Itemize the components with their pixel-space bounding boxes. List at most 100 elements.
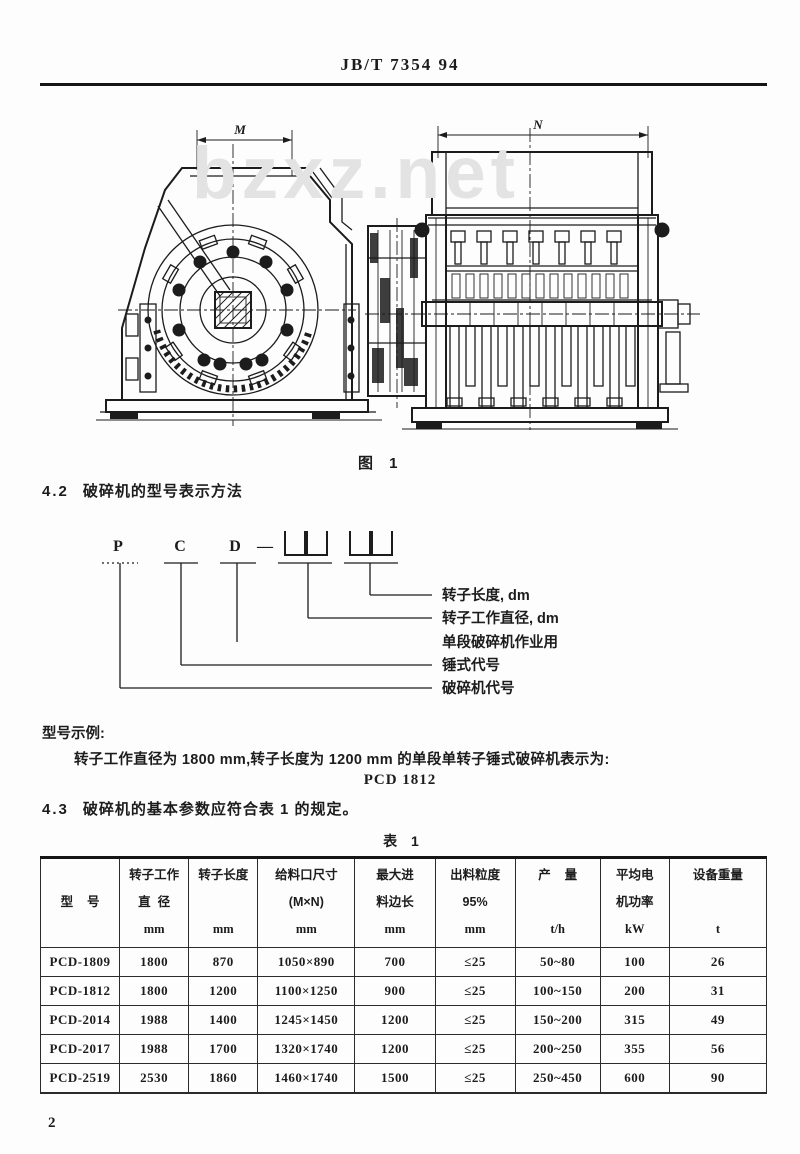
designation-diagram: P C D — 转子长度, dm 转子工作直径, xyxy=(102,531,559,697)
model-cell: PCD-2014 xyxy=(39,1005,121,1035)
section-title: 破碎机的基本参数应符合表 1 的规定。 xyxy=(82,801,359,818)
value-cell: ≤25 xyxy=(434,976,516,1006)
value-cell: 50~80 xyxy=(514,947,601,977)
value-cell: 250~450 xyxy=(514,1063,601,1094)
section-title: 破碎机的型号表示方法 xyxy=(82,483,243,500)
value-cell: 1988 xyxy=(119,1034,190,1064)
standard-number: JB/T 7354 94 xyxy=(340,55,460,74)
value-cell: 200 xyxy=(599,976,670,1006)
column-header: 型 号 xyxy=(39,857,121,948)
crusher-side-view: N xyxy=(365,118,700,430)
value-cell: 56 xyxy=(668,1034,768,1064)
watermark: bzxz.net xyxy=(192,133,520,214)
drive-block xyxy=(367,218,427,408)
example-intro: 型号示例: xyxy=(42,726,105,742)
letter-P: P xyxy=(113,538,123,555)
value-cell: 90 xyxy=(668,1063,768,1094)
value-cell: 700 xyxy=(354,947,436,977)
label-single-stage: 单段破碎机作业用 xyxy=(442,633,558,651)
value-cell: 1100×1250 xyxy=(257,976,356,1006)
rotor-bolts xyxy=(172,245,294,371)
value-cell: 1800 xyxy=(119,947,190,977)
value-cell: ≤25 xyxy=(434,1005,516,1035)
value-cell: 1400 xyxy=(188,1005,259,1035)
label-rotor-length: 转子长度, dm xyxy=(442,586,530,604)
value-cell: 355 xyxy=(599,1034,670,1064)
value-cell: 26 xyxy=(668,947,768,977)
example-model: PCD 1812 xyxy=(363,772,437,788)
value-cell: 100 xyxy=(599,947,670,977)
label-rotor-diameter: 转子工作直径, dm xyxy=(442,609,559,627)
value-cell: 600 xyxy=(599,1063,670,1094)
letter-C: C xyxy=(174,538,186,555)
value-cell: 900 xyxy=(354,976,436,1006)
value-cell: ≤25 xyxy=(434,947,516,977)
value-cell: 1320×1740 xyxy=(257,1034,356,1064)
value-cell: 315 xyxy=(599,1005,670,1035)
value-cell: 1050×890 xyxy=(257,947,356,977)
value-cell: 1200 xyxy=(354,1005,436,1035)
value-cell: 2530 xyxy=(119,1063,190,1094)
hammer-pads xyxy=(161,234,305,386)
header-rule xyxy=(40,83,767,86)
table-caption: 表 1 xyxy=(383,833,424,849)
dash: — xyxy=(256,538,274,555)
value-cell: 1200 xyxy=(354,1034,436,1064)
page-number: 2 xyxy=(48,1115,56,1131)
dim-M-label: M xyxy=(233,122,246,137)
value-cell: ≤25 xyxy=(434,1063,516,1094)
figure-1-drawing: M xyxy=(96,118,700,430)
letter-D: D xyxy=(229,538,241,555)
value-cell: 1860 xyxy=(188,1063,259,1094)
value-cell: 1800 xyxy=(119,976,190,1006)
label-crusher-code: 破碎机代号 xyxy=(442,679,515,697)
section-4-2-heading: 4.2 破碎机的型号表示方法 xyxy=(42,480,243,501)
value-cell: 150~200 xyxy=(514,1005,601,1035)
upper-hammers xyxy=(450,230,622,265)
value-cell: 49 xyxy=(668,1005,768,1035)
label-hammer-code: 锤式代号 xyxy=(442,656,500,674)
value-cell: 1500 xyxy=(354,1063,436,1094)
example-body: 转子工作直径为 1800 mm,转子长度为 1200 mm 的单段单转子锤式破碎… xyxy=(74,752,610,768)
crusher-front-view: M xyxy=(96,122,382,426)
column-header: 给料口尺寸(M×N)mm xyxy=(257,857,356,948)
model-cell: PCD-2519 xyxy=(39,1063,121,1094)
section-number: 4.3 xyxy=(42,801,69,818)
section-number: 4.2 xyxy=(42,483,69,500)
figure-caption: 图 1 xyxy=(358,455,404,472)
lower-hammers xyxy=(446,325,636,409)
value-cell: 200~250 xyxy=(514,1034,601,1064)
value-cell: 100~150 xyxy=(514,976,601,1006)
dim-N-label: N xyxy=(532,118,543,132)
model-cell: PCD-1812 xyxy=(39,976,121,1006)
side-brackets xyxy=(125,303,360,393)
value-cell: 1460×1740 xyxy=(257,1063,356,1094)
value-cell: 1988 xyxy=(119,1005,190,1035)
shaft-stub xyxy=(657,299,691,393)
value-cell: 1700 xyxy=(188,1034,259,1064)
value-cell: 1245×1450 xyxy=(257,1005,356,1035)
digit-boxes xyxy=(284,531,393,556)
model-cell: PCD-1809 xyxy=(39,947,121,977)
section-4-3-heading: 4.3 破碎机的基本参数应符合表 1 的规定。 xyxy=(42,798,359,819)
disc-spacers xyxy=(451,273,629,299)
value-cell: 31 xyxy=(668,976,768,1006)
model-cell: PCD-2017 xyxy=(39,1034,121,1064)
value-cell: 870 xyxy=(188,947,259,977)
